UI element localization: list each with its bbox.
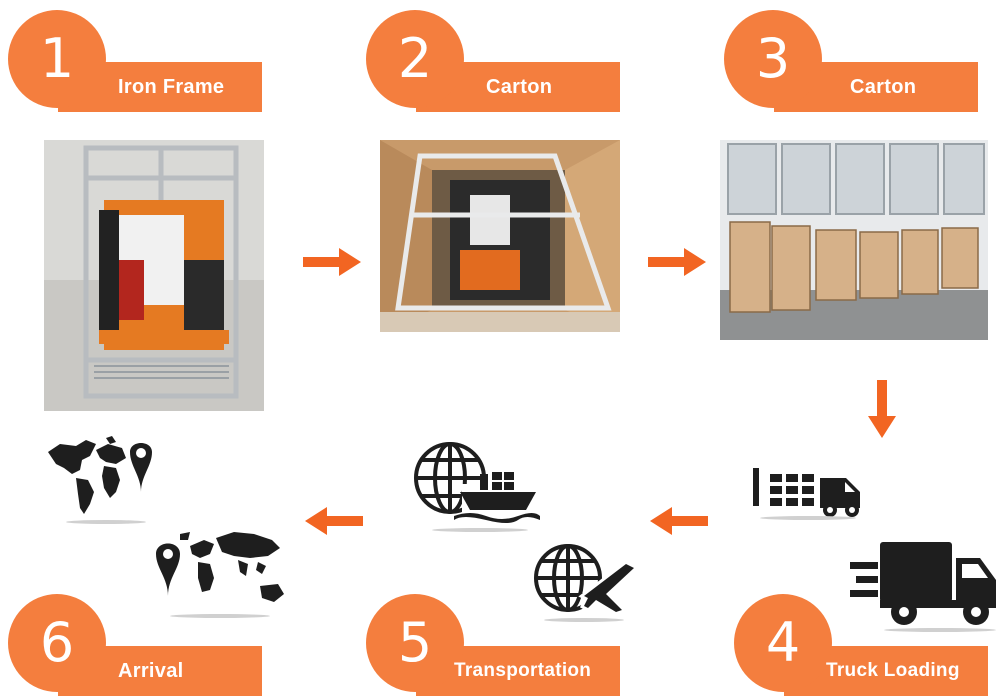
world-map-pin-icon [156,532,284,618]
step-label: Carton [486,76,553,98]
step-label: Carton [850,76,917,98]
step-label: Arrival [118,660,184,682]
arrow-left-icon [305,507,363,535]
step-number: 4 [765,611,801,674]
carton-open-photo [380,140,620,332]
step-4-badge: 4 Truck Loading [726,588,996,698]
arrow-right-icon [648,248,706,276]
globe-airplane-icon [534,544,638,622]
delivery-truck-icon [850,542,996,632]
step-number-circle [366,594,464,692]
world-map-pin-icon [48,436,152,524]
step-number: 1 [39,27,75,90]
step-number-circle [8,10,106,108]
step-3-badge: 3 Carton [716,4,986,114]
step-5-badge: 5 Transportation [358,588,628,698]
step-label: Transportation [454,660,592,681]
step-number: 6 [39,611,75,674]
arrow-down-icon [868,380,896,438]
step-number-circle [366,10,464,108]
arrow-left-icon [650,507,708,535]
warehouse-cartons-photo [720,140,988,340]
arrow-right-icon [303,248,361,276]
step-number-circle [724,10,822,108]
globe-ship-icon [414,442,540,532]
warehouse-truck-icon [753,468,860,520]
step-number-circle [734,594,832,692]
step-number-circle [8,594,106,692]
step-1-badge: 1 Iron Frame [0,4,270,114]
step-6-badge: 6 Arrival [0,588,270,698]
step-label: Iron Frame [118,76,225,98]
step-number: 5 [397,611,433,674]
step-number: 3 [755,27,791,90]
iron-frame-photo [44,140,264,411]
step-2-badge: 2 Carton [358,4,628,114]
step-number: 2 [397,27,433,90]
step-label: Truck Loading [826,660,960,681]
